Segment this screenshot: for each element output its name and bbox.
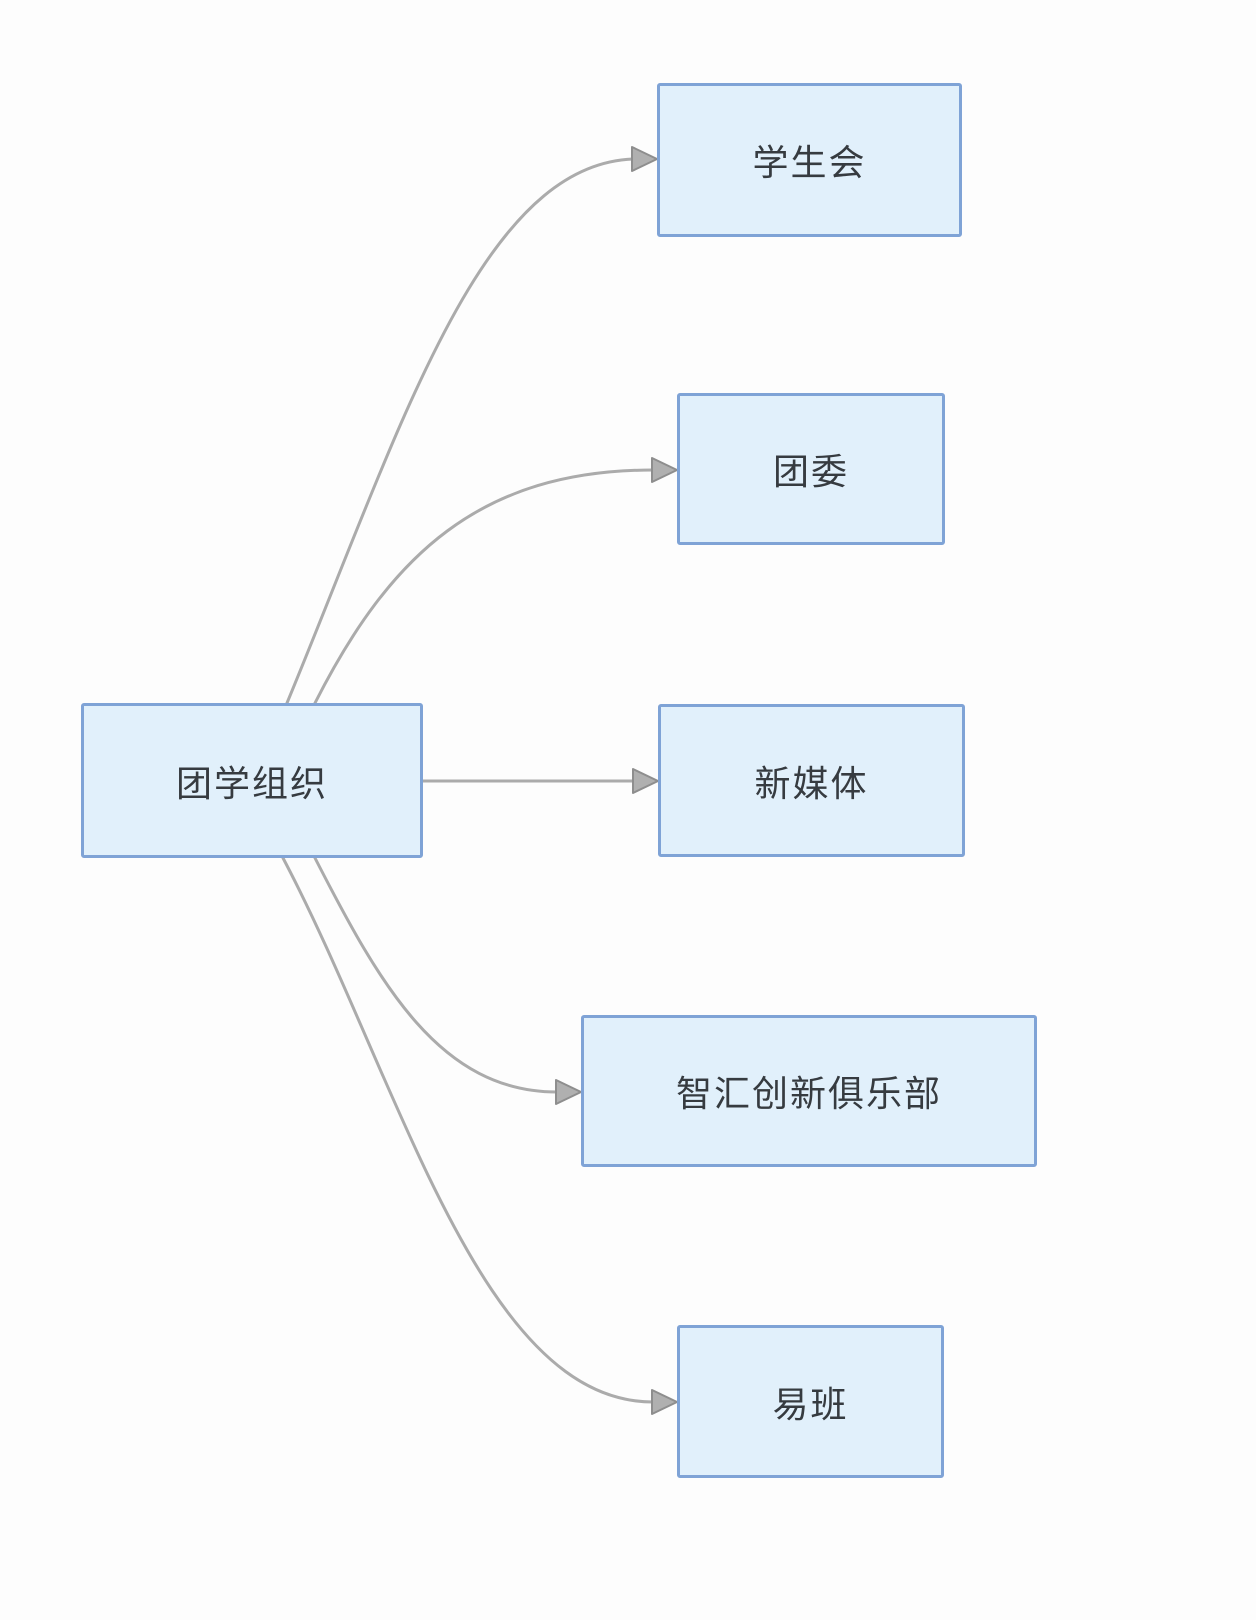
arrowhead-new-media-icon: [632, 768, 659, 794]
node-new-media-label: 新媒体: [754, 762, 869, 804]
node-root-label: 团学组织: [175, 762, 328, 804]
arrowhead-yiban-icon: [651, 1389, 678, 1415]
node-new-media[interactable]: 新媒体: [658, 704, 965, 857]
connector-root-to-youth-league: [313, 468, 655, 705]
arrowhead-youth-league-icon: [651, 457, 678, 483]
node-student-union[interactable]: 学生会: [657, 83, 962, 237]
node-yiban[interactable]: 易班: [677, 1325, 944, 1478]
connector-root-to-innovation-club: [313, 856, 559, 1094]
arrowhead-innovation-club-icon: [555, 1079, 582, 1105]
node-yiban-label: 易班: [772, 1383, 849, 1425]
node-student-union-label: 学生会: [752, 142, 867, 183]
node-innovation-club-label: 智汇创新俱乐部: [675, 1073, 942, 1114]
arrowhead-student-union-icon: [631, 146, 658, 172]
node-root[interactable]: 团学组织: [81, 703, 423, 858]
node-innovation-club[interactable]: 智汇创新俱乐部: [581, 1015, 1037, 1167]
node-youth-league-committee[interactable]: 团委: [677, 393, 945, 545]
connector-root-to-student-union: [285, 157, 635, 705]
node-youth-league-label: 团委: [772, 451, 849, 492]
